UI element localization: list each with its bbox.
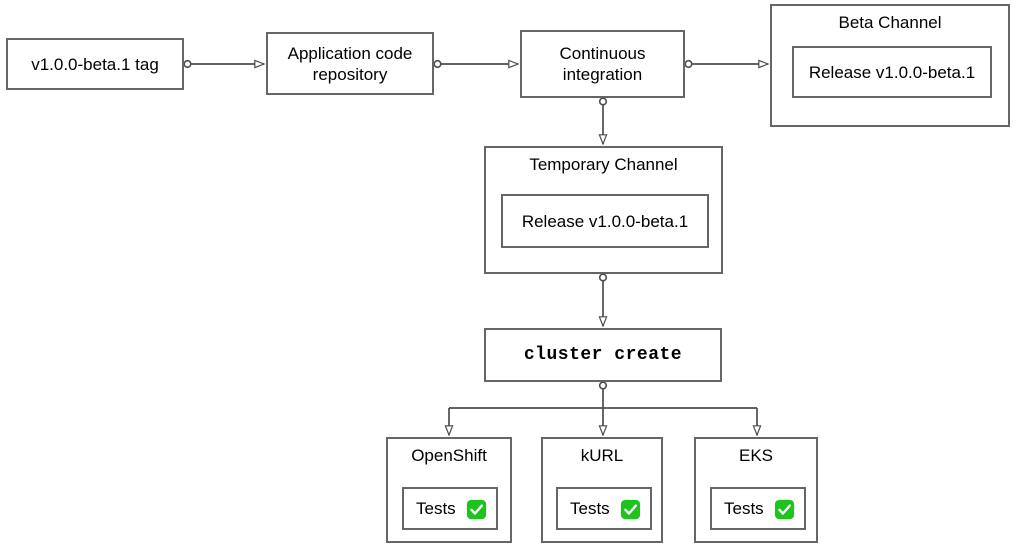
- temporary-channel-title: Temporary Channel: [529, 155, 678, 174]
- application-code-repository-node[interactable]: Application code repository: [266, 32, 434, 95]
- temporary-channel-release-label: Release v1.0.0-beta.1: [521, 211, 689, 231]
- continuous-integration-label: Continuous integration: [559, 44, 646, 84]
- edge-ci-to-beta-channel: [684, 61, 768, 68]
- check-mark-icon: [620, 499, 641, 520]
- edge-tag-to-repository: [183, 61, 264, 68]
- check-mark-icon: [466, 499, 487, 520]
- version-tag-node[interactable]: v1.0.0-beta.1 tag: [6, 38, 184, 90]
- kurl-node[interactable]: kURL Tests: [541, 437, 663, 543]
- check-mark-icon: [774, 499, 795, 520]
- beta-channel-title: Beta Channel: [838, 13, 942, 32]
- cluster-create-label: cluster create: [523, 344, 683, 365]
- beta-channel-node[interactable]: Beta Channel Release v1.0.0-beta.1: [770, 4, 1010, 127]
- cluster-create-node[interactable]: cluster create: [484, 328, 722, 382]
- openshift-title: OpenShift: [411, 446, 487, 465]
- eks-tests-box[interactable]: Tests: [710, 487, 806, 530]
- edge-cluster-create-branches: [449, 381, 757, 435]
- kurl-tests-label: Tests: [570, 499, 610, 518]
- edge-temporary-channel-to-cluster-create: [600, 273, 607, 326]
- continuous-integration-node[interactable]: Continuous integration: [520, 30, 685, 98]
- application-code-repository-label: Application code repository: [287, 43, 413, 84]
- edge-ci-to-temporary-channel: [600, 97, 607, 144]
- kurl-title: kURL: [580, 446, 624, 465]
- temporary-channel-node[interactable]: Temporary Channel Release v1.0.0-beta.1: [484, 146, 723, 274]
- eks-title: EKS: [738, 446, 774, 465]
- kurl-tests-box[interactable]: Tests: [556, 487, 652, 530]
- openshift-tests-box[interactable]: Tests: [402, 487, 498, 530]
- eks-node[interactable]: EKS Tests: [694, 437, 818, 543]
- beta-channel-release-label: Release v1.0.0-beta.1: [808, 62, 976, 82]
- version-tag-label: v1.0.0-beta.1 tag: [31, 54, 159, 74]
- openshift-tests-label: Tests: [416, 499, 456, 518]
- edge-repository-to-ci: [433, 61, 518, 68]
- temporary-channel-release-box[interactable]: Release v1.0.0-beta.1: [501, 194, 709, 248]
- beta-channel-release-box[interactable]: Release v1.0.0-beta.1: [792, 46, 992, 98]
- openshift-node[interactable]: OpenShift Tests: [386, 437, 512, 543]
- eks-tests-label: Tests: [724, 499, 764, 518]
